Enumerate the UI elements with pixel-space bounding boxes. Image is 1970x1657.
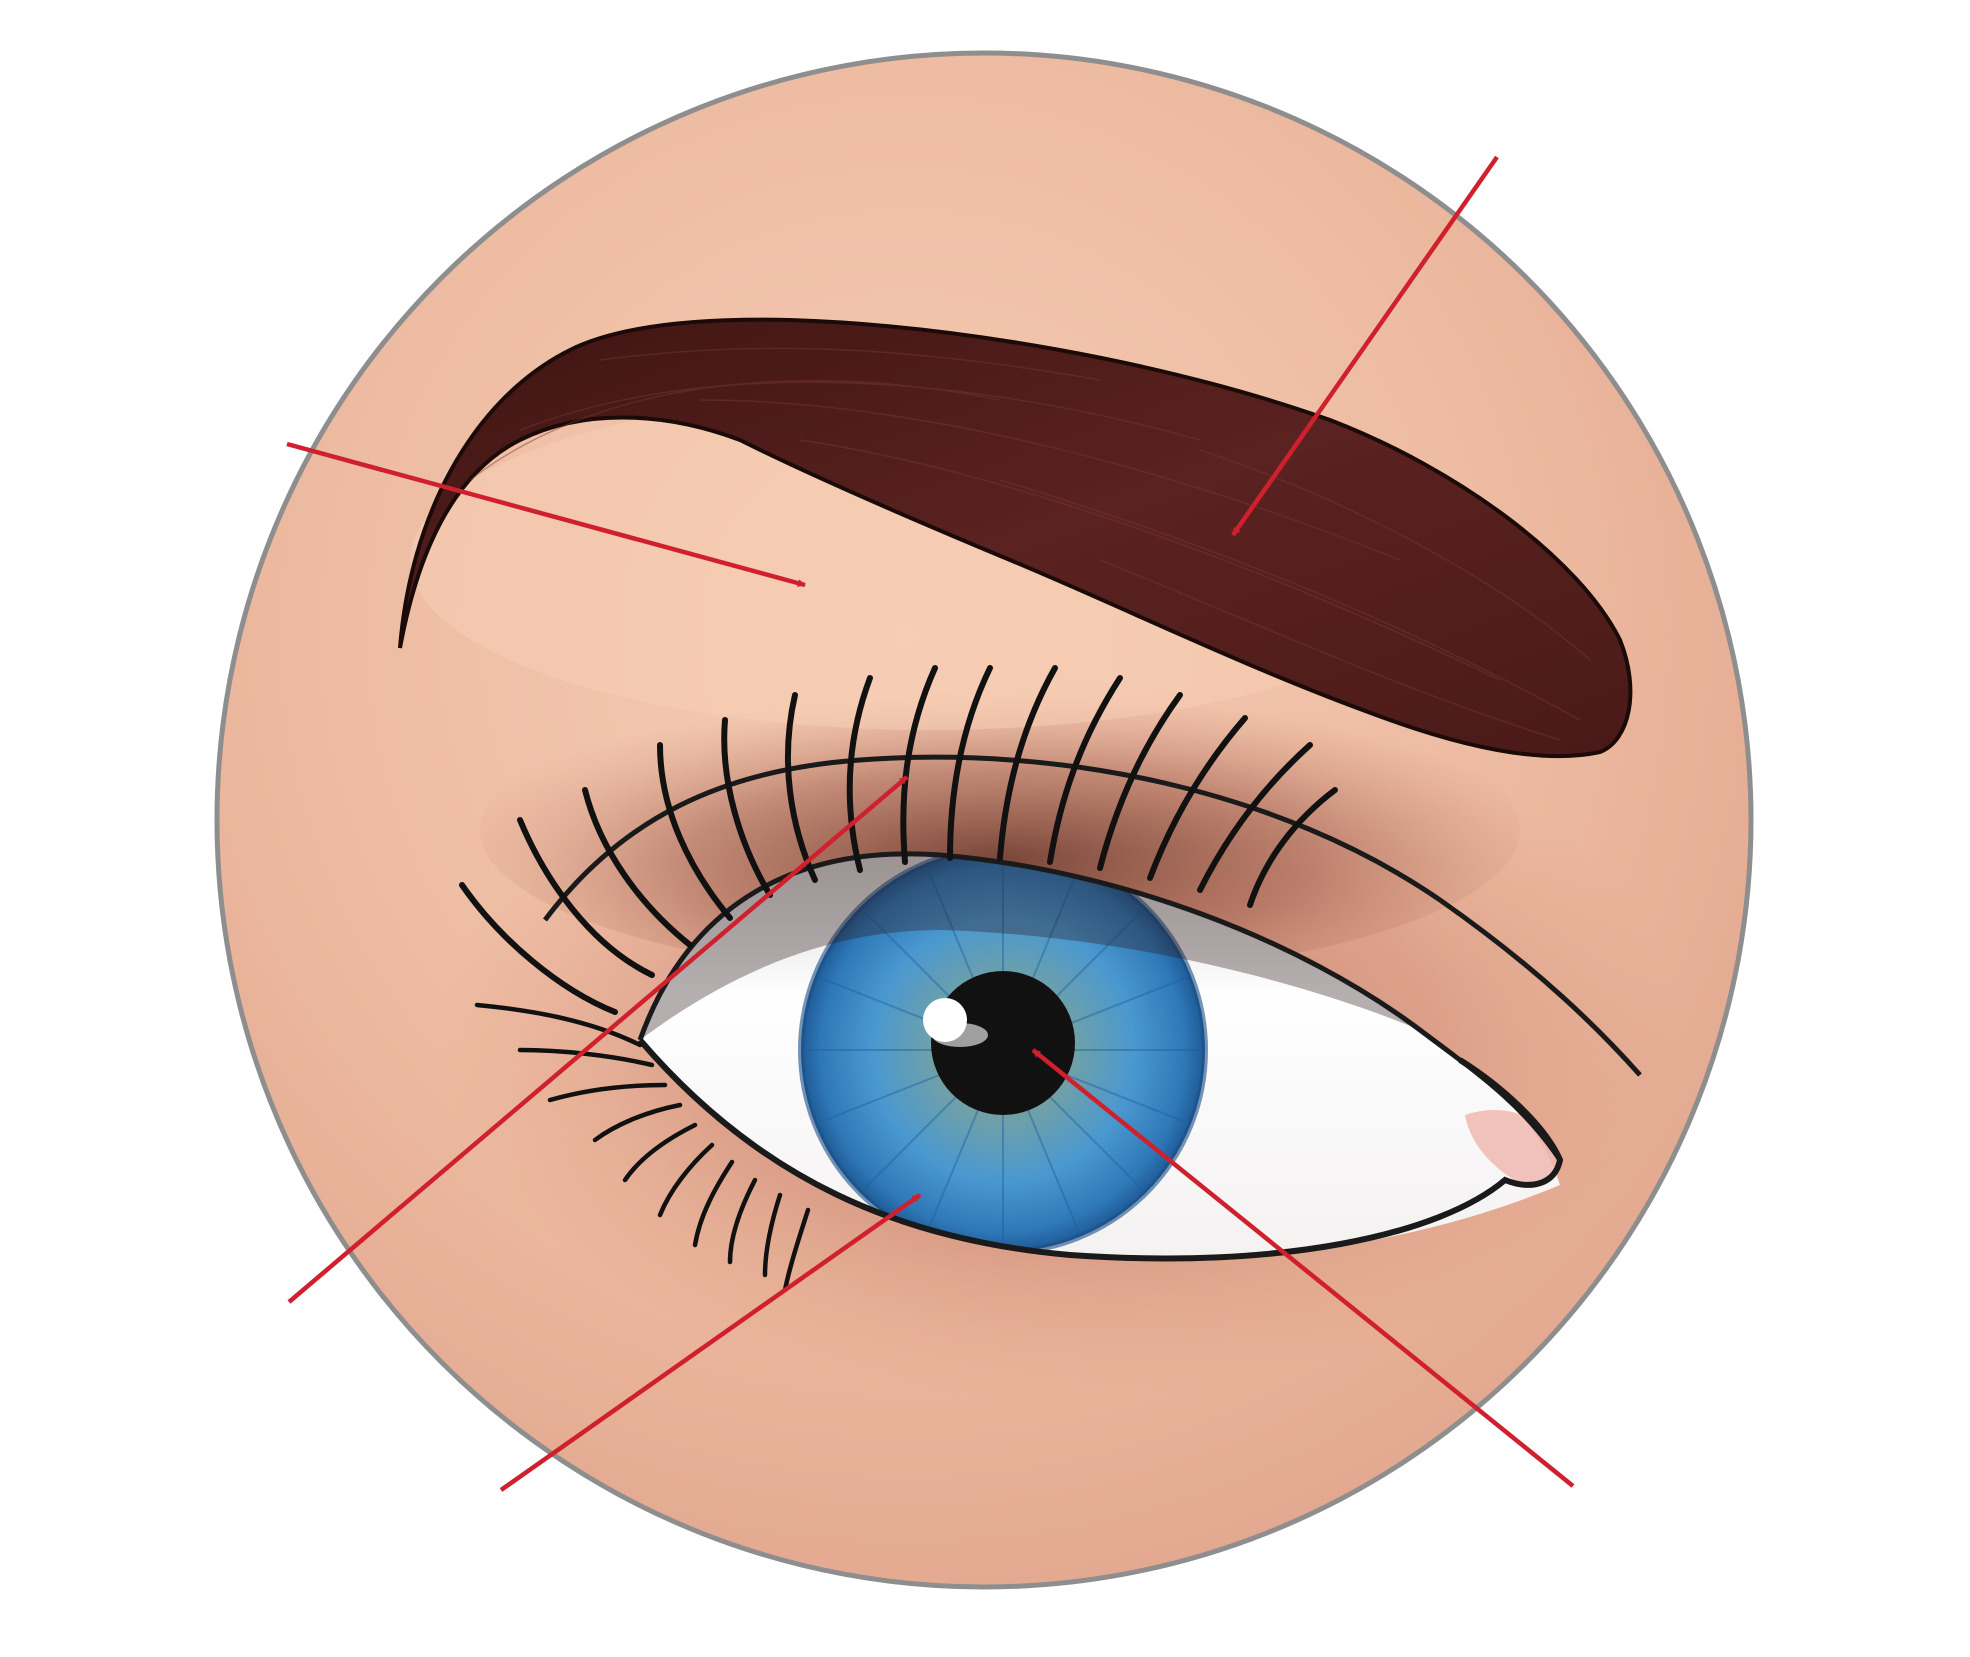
eyebrow [398,317,1633,759]
arrow-pupil [1031,1048,1575,1488]
arrow-eyebrow [1231,155,1499,537]
arrow-eyelid [287,775,909,1304]
pupil [923,971,1075,1115]
pointer-arrows [286,155,1575,1492]
upper-eyelashes [459,665,1338,1015]
arrow-iris [499,1193,922,1492]
lower-eyelashes [474,1002,811,1293]
arrow-skin-above-eye [286,441,806,588]
eyelid-outline [543,754,1642,1262]
